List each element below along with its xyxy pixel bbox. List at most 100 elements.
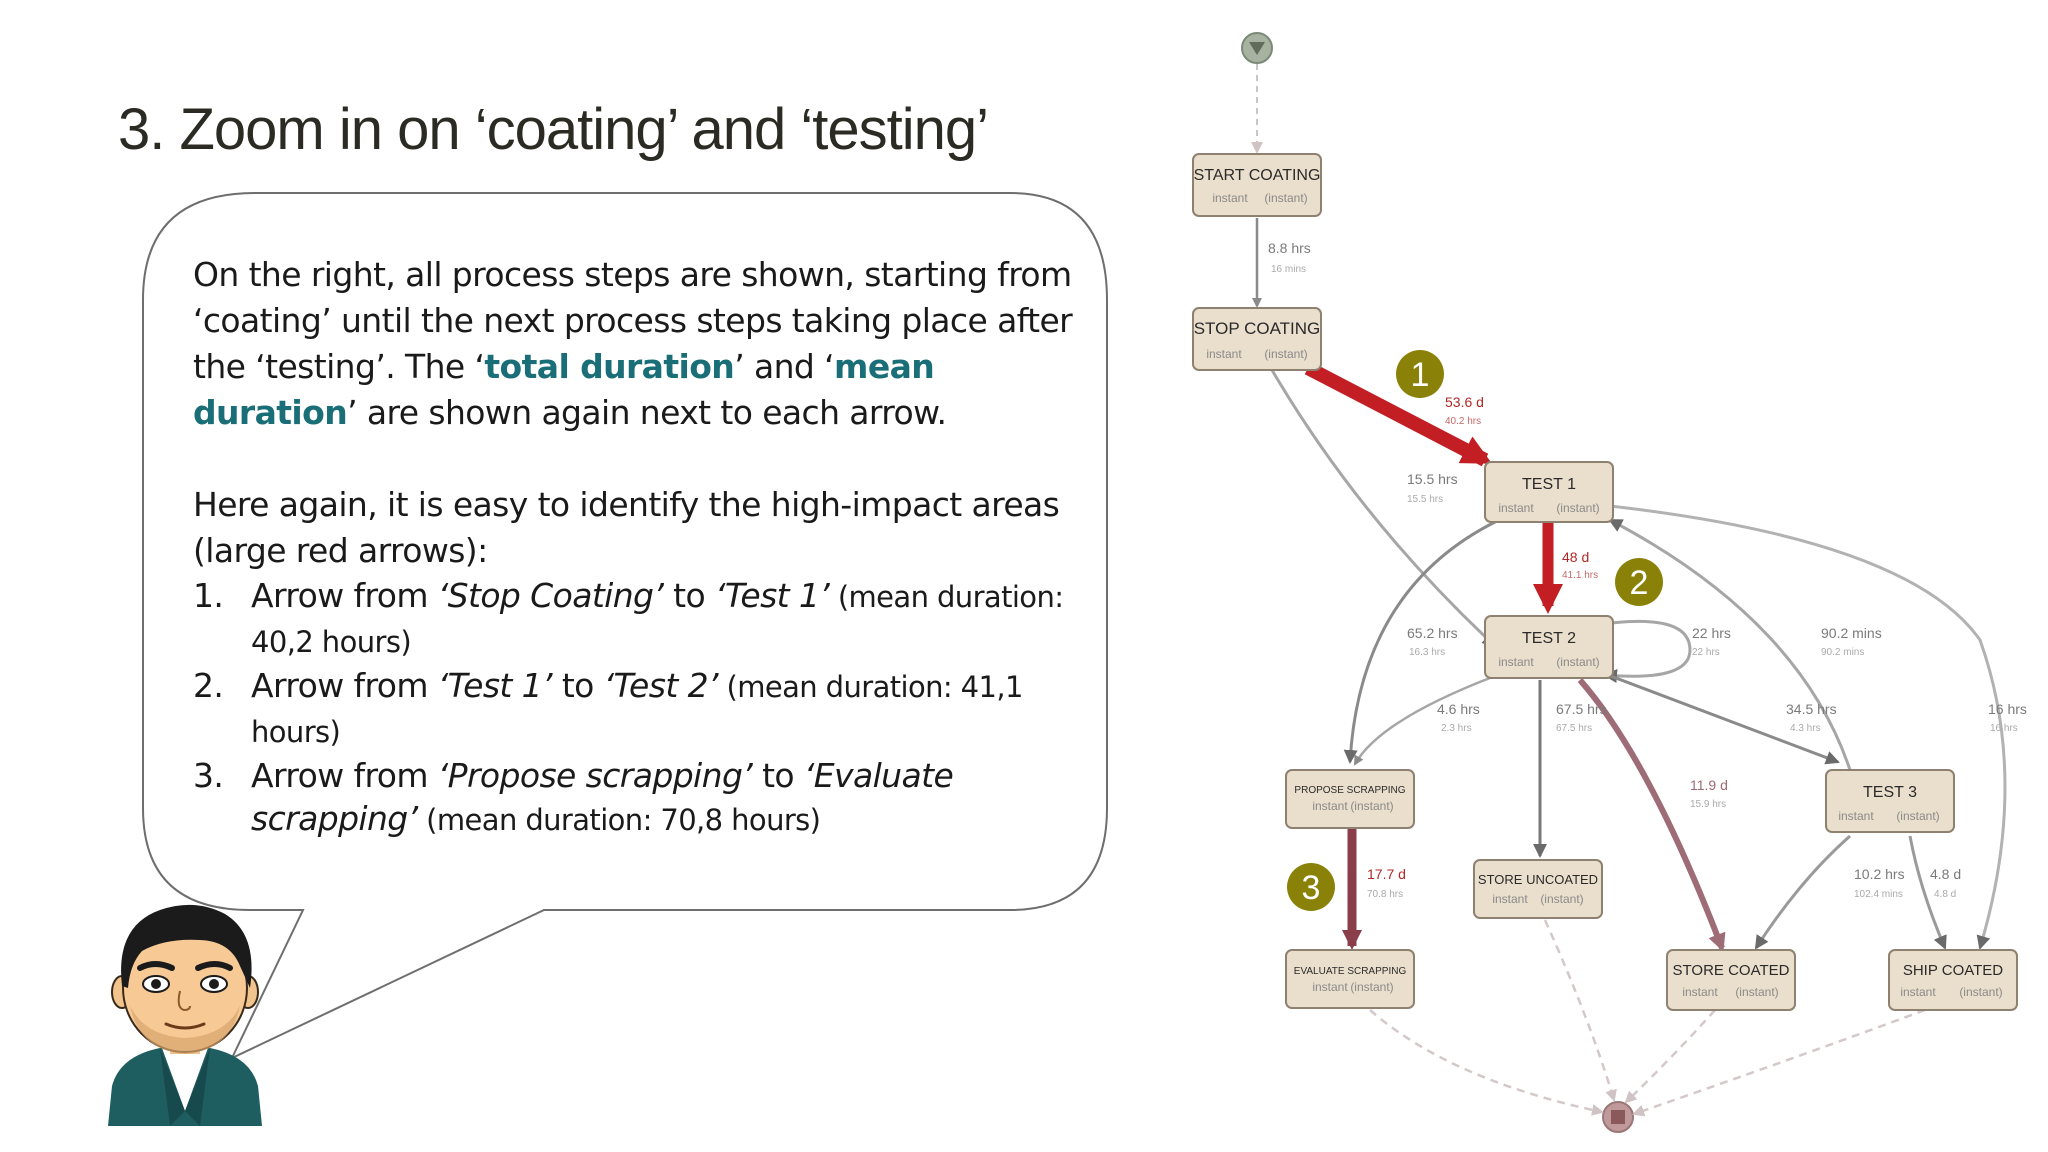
marker-2: 2 (1615, 558, 1663, 606)
edge-label-total: 10.2 hrs (1854, 866, 1905, 882)
edge-label-total: 53.6 d (1445, 394, 1484, 410)
edge-test3-to-test1 (1608, 518, 1852, 771)
edge-label-mean: 102.4 mins (1854, 889, 1903, 900)
node-sub: instant (1312, 980, 1348, 994)
edge-label-mean: 4.3 hrs (1790, 723, 1821, 734)
edge-label-mean: 16.3 hrs (1409, 647, 1445, 658)
node-test3[interactable]: TEST 3 instant (instant) (1825, 769, 1955, 833)
list-text: Arrow from (251, 756, 438, 795)
node-label: STORE UNCOATED (1478, 872, 1598, 887)
node-start-coating[interactable]: START COATING instant (instant) (1192, 153, 1322, 217)
node-sub: instant (1212, 191, 1248, 205)
avatar-shirt (162, 1048, 208, 1111)
node-label: EVALUATE SCRAPPING (1294, 966, 1407, 977)
edge-store-coated-to-end (1624, 1009, 1716, 1104)
node-sub: (instant) (1556, 655, 1599, 669)
list-text: to (551, 666, 604, 705)
list-from: ‘Propose scrapping’ (437, 756, 753, 795)
node-propose-scrapping[interactable]: PROPOSE SCRAPPING instant (instant) (1285, 769, 1415, 829)
start-event-icon (1241, 32, 1273, 64)
edge-test2-to-propose (1353, 674, 1496, 766)
edge-label-total: 67.5 hrs (1556, 701, 1607, 717)
node-sub: (instant) (1350, 980, 1393, 994)
intro-paragraph: On the right, all process steps are show… (193, 252, 1073, 436)
node-store-coated[interactable]: STORE COATED instant (instant) (1666, 949, 1796, 1011)
marker-number: 3 (1302, 869, 1321, 907)
edge-label-mean: 90.2 mins (1821, 647, 1864, 658)
edge-label-mean: 67.5 hrs (1556, 723, 1592, 734)
edge-label-mean: 41.1 hrs (1562, 570, 1598, 581)
list-item: 2.Arrow from ‘Test 1’ to ‘Test 2’ (mean … (193, 664, 1073, 754)
node-test2[interactable]: TEST 2 instant (instant) (1484, 615, 1614, 679)
node-sub: instant (1498, 501, 1534, 515)
high-impact-paragraph: Here again, it is easy to identify the h… (193, 485, 1060, 570)
edge-label-total: 16 hrs (1988, 701, 2027, 717)
node-evaluate-scrapping[interactable]: EVALUATE SCRAPPING instant (instant) (1285, 949, 1415, 1009)
mean-duration-highlight: mean duration (193, 347, 935, 432)
node-label: STORE COATED (1673, 962, 1790, 979)
list-detail: (mean duration: 70,8 hours) (417, 803, 821, 837)
marker-3: 3 (1287, 863, 1335, 911)
edge-evaluate-to-end (1369, 1009, 1604, 1116)
node-test1[interactable]: TEST 1 instant (instant) (1484, 461, 1614, 523)
node-sub: (instant) (1540, 892, 1583, 906)
node-ship-coated[interactable]: SHIP COATED instant (instant) (1888, 949, 2018, 1011)
marker-number: 1 (1411, 356, 1430, 394)
node-sub: instant (1900, 985, 1936, 999)
node-label: START COATING (1194, 167, 1321, 184)
edge-test1-to-ship-coated (1609, 504, 2007, 950)
list-item: 1.Arrow from ‘Stop Coating’ to ‘Test 1’ … (193, 574, 1073, 664)
edge-store-uncoated-to-end (1543, 919, 1617, 1102)
list-to: ‘Test 1’ (715, 576, 830, 615)
intro-text-2: ’ and ‘ (734, 347, 835, 386)
edge-stop-coating-to-test1 (1304, 361, 1493, 467)
node-sub: (instant) (1350, 799, 1393, 813)
avatar (108, 904, 262, 1126)
node-sub: (instant) (1959, 985, 2002, 999)
edge-label-total: 34.5 hrs (1786, 701, 1837, 717)
list-number: 3. (193, 756, 224, 795)
edge-label-total: 65.2 hrs (1407, 625, 1458, 641)
marker-number: 2 (1630, 564, 1649, 602)
intro-text-3: ’ are shown again next to each arrow. (347, 393, 947, 432)
node-sub: instant (1312, 799, 1348, 813)
high-impact-list: 1.Arrow from ‘Stop Coating’ to ‘Test 1’ … (193, 574, 1073, 842)
edge-label-mean: 15.9 hrs (1690, 799, 1726, 810)
edge-label-total: 15.5 hrs (1407, 471, 1458, 487)
list-from: ‘Test 1’ (437, 666, 553, 705)
edge-label-mean: 4.8 d (1934, 889, 1956, 900)
edge-test1-to-propose (1343, 520, 1496, 764)
edge-label-total: 8.8 hrs (1268, 240, 1311, 256)
edge-ship-coated-to-end (1632, 1008, 1926, 1117)
edge-label-mean: 70.8 hrs (1367, 889, 1403, 900)
list-item: 3. Arrow from ‘Propose scrapping’ to ‘Eva… (193, 754, 1073, 842)
node-sub: instant (1498, 655, 1534, 669)
list-text: to (752, 756, 804, 795)
edge-label-total: 22 hrs (1692, 625, 1731, 641)
list-from: ‘Stop Coating’ (437, 576, 664, 615)
total-duration-highlight: total duration (484, 347, 735, 386)
node-sub: instant (1838, 809, 1874, 823)
list-detail: (mean duration: 40,2 hours) (251, 580, 1064, 659)
list-to: ‘Evaluate scrapping’ (251, 756, 954, 838)
node-sub: instant (1206, 347, 1242, 361)
edge-test2-to-test3 (1599, 670, 1840, 765)
process-diagram: 8.8 hrs 16 mins 53.6 d 40.2 hrs 15.5 hrs… (1192, 32, 2027, 1133)
node-stop-coating[interactable]: STOP COATING instant (instant) (1192, 307, 1322, 371)
list-text: to (663, 576, 716, 615)
edge-stop-coating-to-test2 (1270, 369, 1497, 648)
list-text: Arrow from (251, 576, 438, 615)
node-label: STOP COATING (1194, 319, 1321, 338)
list-text: Arrow from (251, 666, 438, 705)
edge-test3-to-store-coated (1754, 834, 1851, 950)
edge-test3-to-ship-coated (1908, 835, 1947, 950)
edge-test2-self-loop (1589, 620, 1692, 683)
edge-label-total: 4.6 hrs (1437, 701, 1480, 717)
bubble-text: On the right, all process steps are show… (193, 252, 1073, 842)
node-store-uncoated[interactable]: STORE UNCOATED instant (instant) (1473, 859, 1603, 919)
edge-label-total: 90.2 mins (1821, 625, 1882, 641)
marker-1: 1 (1396, 350, 1444, 398)
edge-label-total: 4.8 d (1930, 866, 1961, 882)
node-sub: (instant) (1264, 191, 1307, 205)
avatar-hair (121, 904, 252, 988)
